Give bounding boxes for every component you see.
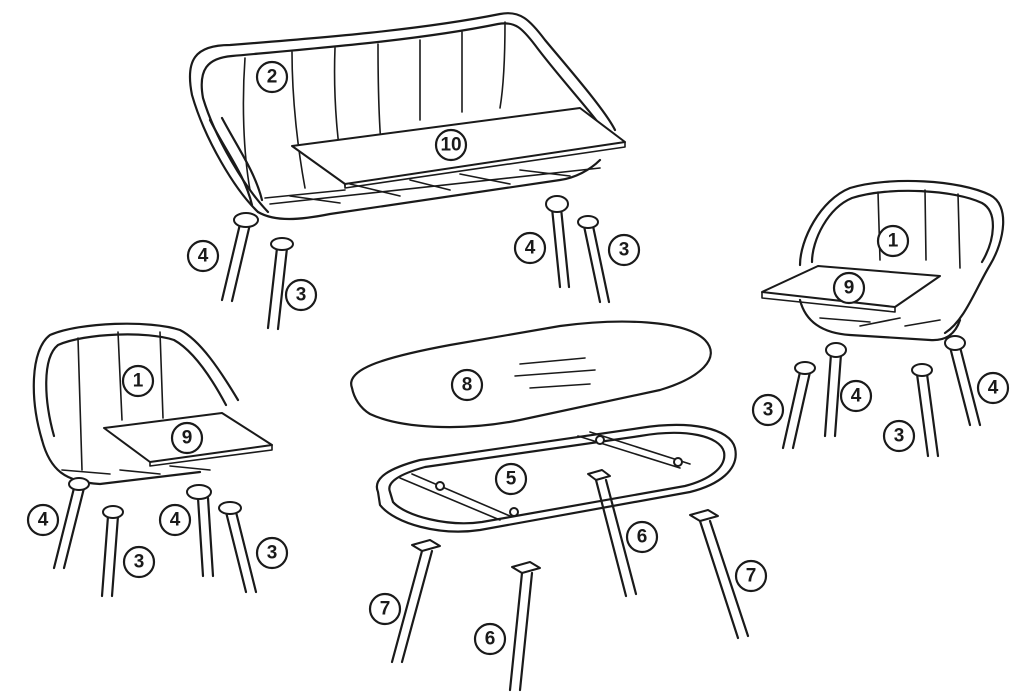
svg-text:3: 3: [134, 552, 145, 573]
svg-text:6: 6: [637, 527, 648, 548]
callout-lchair-leg-d: 3: [255, 536, 289, 570]
table-glass-top: [350, 320, 712, 429]
callout-right-chair-cushion: 9: [832, 271, 866, 305]
svg-text:4: 4: [525, 238, 536, 259]
svg-text:3: 3: [296, 285, 307, 306]
callout-lchair-leg-a: 4: [26, 503, 60, 537]
callout-table-frame: 5: [494, 462, 528, 496]
left-chair-frame: [32, 322, 240, 486]
callout-sofa-frame: 2: [255, 60, 289, 94]
callout-sofa-cushion: 10: [434, 128, 468, 162]
svg-text:7: 7: [380, 599, 391, 620]
callout-sofa-leg-lb: 3: [284, 278, 318, 312]
callout-table-leg-back-right: 6: [625, 520, 659, 554]
svg-text:3: 3: [619, 240, 630, 261]
svg-text:10: 10: [440, 135, 461, 156]
callout-table-leg-front-left: 7: [368, 592, 402, 626]
svg-text:1: 1: [888, 231, 899, 252]
table-legs: [390, 469, 750, 692]
svg-text:2: 2: [267, 67, 278, 88]
sofa-legs: [220, 195, 611, 331]
svg-text:3: 3: [267, 543, 278, 564]
svg-text:3: 3: [894, 426, 905, 447]
table-frame: [375, 423, 737, 533]
svg-text:4: 4: [198, 246, 209, 267]
svg-text:4: 4: [38, 510, 49, 531]
svg-text:9: 9: [182, 428, 193, 449]
callout-rchair-leg-a: 3: [751, 393, 785, 427]
sofa-frame: [188, 12, 617, 221]
callout-sofa-leg-rb: 3: [607, 233, 641, 267]
callout-left-chair-cushion: 9: [170, 421, 204, 455]
svg-text:3: 3: [763, 400, 774, 421]
callout-table-leg-front-mid: 6: [473, 622, 507, 656]
callout-sofa-leg-lf: 4: [186, 239, 220, 273]
callout-sofa-leg-rf: 4: [513, 231, 547, 265]
callout-lchair-leg-c: 4: [158, 503, 192, 537]
callout-table-glass: 8: [450, 368, 484, 402]
svg-text:9: 9: [844, 278, 855, 299]
svg-text:5: 5: [506, 469, 517, 490]
callout-right-chair-frame: 1: [876, 224, 910, 258]
callout-lchair-leg-b: 3: [122, 545, 156, 579]
svg-text:7: 7: [746, 566, 757, 587]
right-chair-frame: [798, 179, 1005, 342]
callout-rchair-leg-d: 4: [976, 371, 1010, 405]
svg-text:4: 4: [170, 510, 181, 531]
right-chair-legs: [781, 335, 982, 458]
svg-text:8: 8: [462, 375, 473, 396]
svg-text:1: 1: [133, 371, 144, 392]
callout-table-leg-right: 7: [734, 559, 768, 593]
svg-text:4: 4: [988, 378, 999, 399]
svg-text:6: 6: [485, 629, 496, 650]
left-chair-legs: [52, 477, 258, 598]
callout-rchair-leg-c: 3: [882, 419, 916, 453]
callout-left-chair-frame: 1: [121, 364, 155, 398]
svg-text:4: 4: [851, 386, 862, 407]
callout-rchair-leg-b: 4: [839, 379, 873, 413]
